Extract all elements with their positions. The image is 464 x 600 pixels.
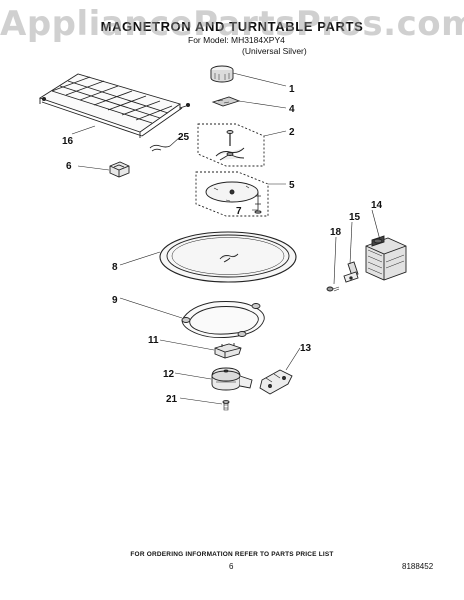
callout-9: 9	[112, 295, 118, 306]
part-bracket	[259, 369, 293, 395]
callout-8: 8	[112, 262, 118, 273]
callout-18: 18	[330, 227, 342, 238]
callout-13: 13	[300, 343, 312, 354]
callout-6: 6	[66, 161, 72, 172]
part-stirrer-assembly	[197, 123, 265, 167]
callout-11: 11	[148, 335, 159, 346]
part-glass-tray	[159, 231, 297, 283]
callout-21: 21	[166, 394, 178, 405]
callout-2: 2	[289, 127, 295, 138]
callout-4: 4	[289, 104, 295, 115]
part-roller-ring	[181, 301, 265, 339]
part-magnetron-bracket	[343, 261, 359, 283]
callout-5: 5	[289, 180, 295, 191]
callout-7: 7	[236, 206, 242, 217]
leader-lines	[71, 72, 381, 405]
part-rack	[38, 73, 191, 138]
callout-12: 12	[163, 369, 175, 380]
part-screw-small	[326, 286, 340, 292]
part-clip	[149, 144, 171, 152]
part-support-assembly	[195, 171, 269, 217]
callout-16: 16	[62, 136, 74, 147]
watermark: AppliancePartsPros.com	[0, 4, 464, 44]
footer-note: FOR ORDERING INFORMATION REFER TO PARTS …	[130, 551, 334, 558]
callout-15: 15	[349, 212, 361, 223]
callout-labels: 1 4 2 5 7 16 25 6 8 18 15 14 9 11 13 12 …	[62, 84, 383, 405]
color-line: (Universal Silver)	[242, 46, 307, 56]
page-number: 6	[229, 562, 234, 571]
part-screw	[222, 400, 230, 411]
part-turntable-motor	[211, 367, 253, 391]
callout-25: 25	[178, 132, 190, 143]
callout-14: 14	[371, 200, 383, 211]
model-line: For Model: MH3184XPY4	[188, 35, 285, 45]
part-motor	[210, 65, 234, 83]
model-info: For Model: MH3184XPY4 (Universal Silver)	[188, 35, 307, 57]
part-label-plate	[211, 96, 241, 107]
callout-1: 1	[289, 84, 295, 95]
part-magnetron	[365, 235, 407, 281]
part-coupler	[109, 161, 130, 178]
page-title: MAGNETRON AND TURNTABLE PARTS	[100, 19, 364, 34]
document-number: 8188452	[402, 562, 434, 571]
part-roller-guide	[214, 343, 242, 359]
